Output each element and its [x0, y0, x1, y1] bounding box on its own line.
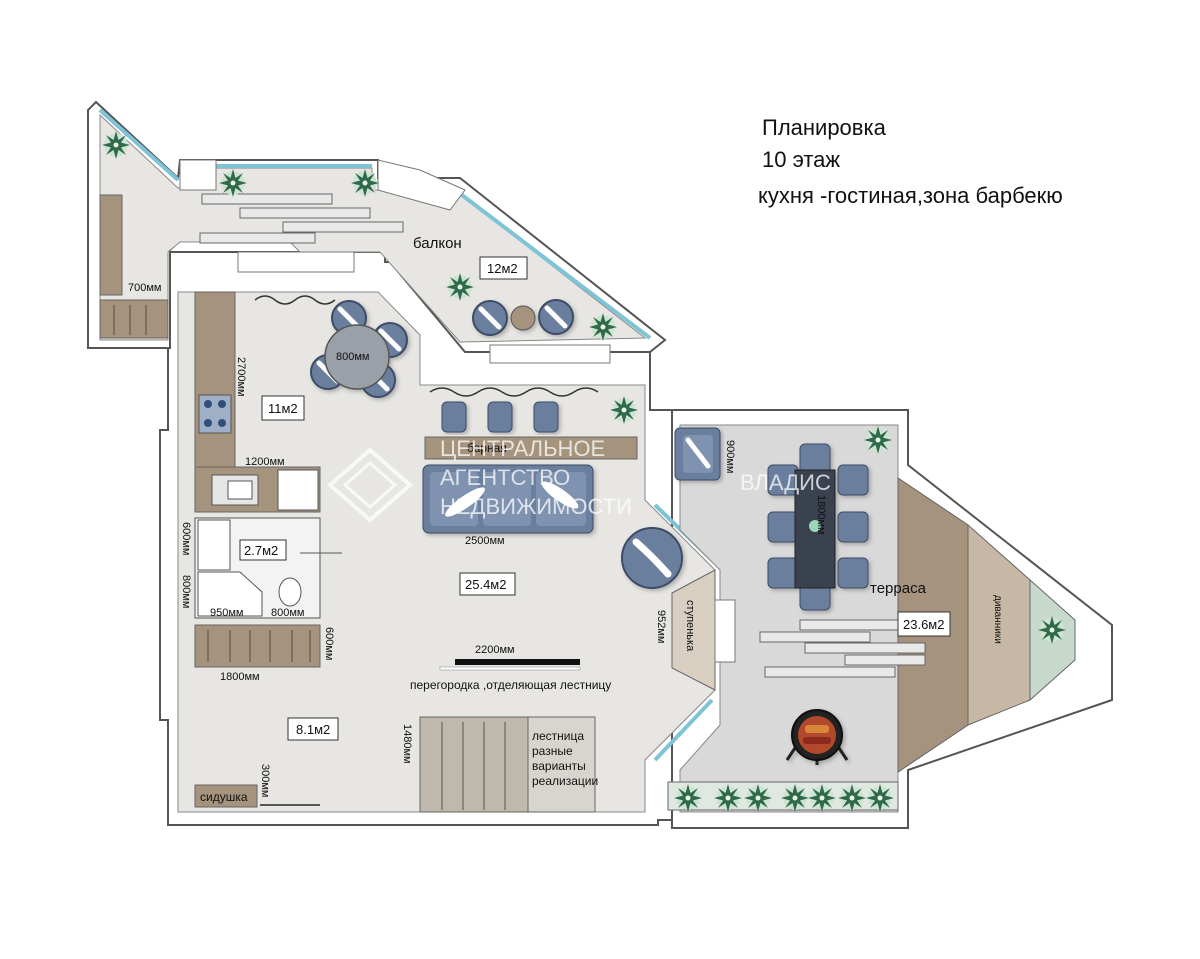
plan-subtitle: кухня -гостиная,зона барбекю	[758, 183, 1063, 208]
dim-1200: 1200мм	[245, 456, 285, 468]
agency-wm-1: ЦЕНТРАЛЬНОЕ	[440, 436, 605, 461]
dim-800-left: 800мм	[180, 575, 192, 608]
agency-logo-icon	[326, 447, 414, 523]
balcony-wardrobe	[99, 194, 169, 339]
dim-2200: 2200мм	[475, 644, 515, 656]
partition-label: перегородка ,отделяющая лестницу	[410, 678, 611, 692]
sink-icon	[211, 474, 259, 506]
dim-800-wc: 800мм	[271, 607, 304, 619]
dim-2700: 2700мм	[235, 357, 247, 397]
stove-icon	[198, 394, 232, 434]
terrace-armchair	[674, 427, 721, 481]
balcony-deck	[199, 193, 404, 244]
dimension-labels: 700мм 2700мм 800мм 1200мм 600мм 800мм 95…	[128, 282, 827, 797]
bar-label: барная	[467, 441, 507, 455]
sofa	[422, 464, 594, 534]
stairs-label-3: варианты	[532, 759, 586, 773]
dim-900: 900мм	[724, 440, 736, 473]
fridge	[277, 469, 319, 511]
brand-wm: ВЛАДИС	[740, 470, 831, 495]
plan-title: Планировка	[762, 115, 886, 140]
bathroom-block	[194, 517, 321, 619]
dim-1480: 1480мм	[401, 724, 413, 764]
dim-600-right: 600мм	[323, 627, 335, 660]
dim-1800-table: 1800мм	[815, 495, 827, 535]
bar-counter	[424, 436, 638, 460]
balcony-area: 12м2	[487, 261, 518, 276]
terrace-area: 23.6м2	[903, 617, 944, 632]
stairs-label-2: разные	[532, 744, 573, 758]
dim-950: 950мм	[210, 607, 243, 619]
kitchen-area: 11м2	[268, 401, 298, 416]
floor-label: 10 этаж	[762, 147, 841, 172]
partition-bar	[455, 659, 580, 665]
bathroom-area: 2.7м2	[244, 543, 278, 558]
dim-2500: 2500мм	[465, 535, 505, 547]
dim-300: 300мм	[259, 764, 271, 797]
living-area: 25.4м2	[465, 577, 506, 592]
agency-wm-2: АГЕНТСТВО	[440, 465, 570, 490]
interior-floor	[177, 291, 716, 813]
armchair	[621, 527, 683, 589]
terrace-deck	[759, 619, 936, 678]
hall-area: 8.1м2	[296, 722, 330, 737]
balcony-name: балкон	[413, 235, 462, 252]
room-labels: балкон 12м2 11м2 2.7м2 25.4м2 8.1м2 терр…	[239, 235, 951, 741]
wardrobe	[194, 624, 321, 668]
dining-table	[311, 301, 407, 397]
terrace-name: терраса	[870, 580, 927, 597]
balcony-seating	[473, 300, 573, 335]
dim-800-table: 800мм	[336, 351, 369, 363]
fixture-labels: барная ступенька диванники сидушка перег…	[200, 441, 1003, 804]
terrace-dining	[767, 443, 869, 611]
dim-1800-bottom: 1800мм	[220, 671, 260, 683]
toilet-icon	[278, 577, 302, 607]
site-wm: ЦИАН	[950, 815, 1030, 846]
dim-952: 952мм	[655, 610, 667, 643]
bar-stools	[441, 401, 559, 433]
seat-label: сидушка	[200, 790, 248, 804]
watermark: ЦЕНТРАЛЬНОЕ АГЕНТСТВО НЕДВИЖИМОСТИ ВЛАДИ…	[326, 436, 1030, 846]
step	[671, 569, 716, 691]
seat	[194, 784, 258, 808]
sofas-label: диванники	[992, 595, 1003, 644]
dim-600-left: 600мм	[180, 522, 192, 555]
stairs-label-4: реализации	[532, 774, 598, 788]
dim-700: 700мм	[128, 282, 161, 294]
stairs	[419, 716, 596, 813]
step-label: ступенька	[684, 600, 696, 652]
grill-icon	[785, 709, 849, 765]
agency-wm-3: НЕДВИЖИМОСТИ	[440, 494, 632, 519]
stairs-label-1: лестница	[532, 729, 584, 743]
